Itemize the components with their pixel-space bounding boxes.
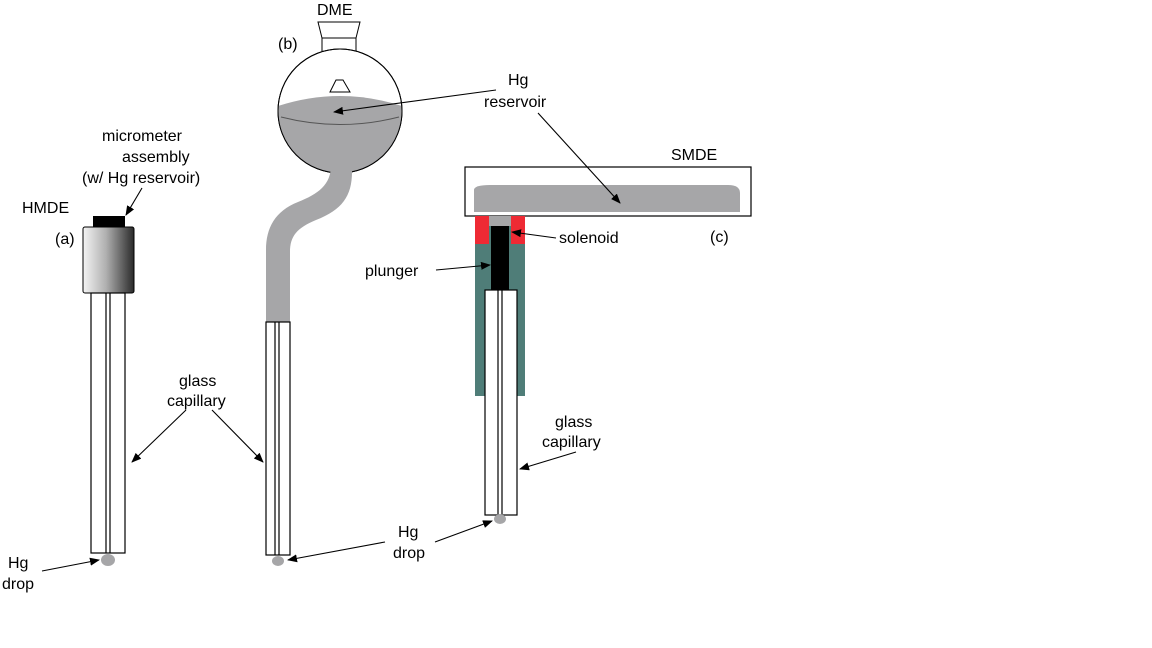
label-panel-a: (a) <box>55 231 75 248</box>
arrow-hg-drop-a <box>41 557 100 572</box>
arrow-plunger <box>435 261 491 271</box>
arrow-hg-reservoir-c <box>537 112 621 204</box>
hmde-electrode <box>82 216 135 566</box>
label-solenoid: solenoid <box>559 230 619 247</box>
label-glass-capillary-c-2: capillary <box>542 434 601 451</box>
arrow-solenoid <box>511 229 557 239</box>
label-hg-drop-b-2: drop <box>393 545 425 562</box>
label-hg-drop-a-2: drop <box>2 576 34 593</box>
arrow-hg-drop-b <box>287 541 386 563</box>
hmde-glass-capillary <box>90 292 126 554</box>
label-hg-drop-b-1: Hg <box>398 524 418 541</box>
label-hg-reservoir-1: Hg <box>508 72 528 89</box>
label-hg-drop-a-1: Hg <box>8 555 28 572</box>
arrow-micrometer <box>125 187 143 216</box>
smde-plunger <box>491 226 509 290</box>
dme-glass-capillary <box>265 321 291 556</box>
label-hg-reservoir-2: reservoir <box>484 94 547 111</box>
label-micrometer-1: micrometer <box>102 128 183 145</box>
micrometer-knob <box>93 216 125 227</box>
label-panel-c: (c) <box>710 229 729 246</box>
labels: HMDE (a) micrometer assembly (w/ Hg rese… <box>2 2 729 593</box>
arrow-glass-capillary-b <box>211 409 264 463</box>
arrow-hg-drop-c <box>434 520 493 543</box>
dme-hg-drop <box>272 556 284 566</box>
label-plunger: plunger <box>365 263 419 280</box>
leader-arrows <box>41 89 621 572</box>
smde-hg-reservoir <box>474 185 740 212</box>
dme-bent-tube <box>266 165 352 322</box>
label-glass-capillary-1: glass <box>179 373 216 390</box>
label-panel-b: (b) <box>278 36 298 53</box>
smde-glass-capillary <box>484 289 518 516</box>
label-glass-capillary-c-1: glass <box>555 414 592 431</box>
label-micrometer-2: assembly <box>122 149 190 166</box>
smde-solenoid-right <box>511 216 525 244</box>
arrow-glass-capillary-c <box>519 451 577 471</box>
label-glass-capillary-2: capillary <box>167 393 226 410</box>
smde-solenoid-left <box>475 216 489 244</box>
hmde-hg-drop <box>101 554 115 566</box>
dme-hg-reservoir <box>278 96 402 173</box>
label-hmde: HMDE <box>22 200 69 217</box>
label-smde: SMDE <box>671 147 717 164</box>
arrow-hg-reservoir-b <box>333 89 497 115</box>
dme-electrode <box>265 21 403 566</box>
label-dme: DME <box>317 2 353 19</box>
smde-hg-drop <box>494 514 506 524</box>
label-micrometer-3: (w/ Hg reservoir) <box>82 170 200 187</box>
smde-electrode <box>464 166 752 524</box>
micrometer-assembly-body <box>82 226 135 294</box>
arrow-glass-capillary-a <box>131 409 187 463</box>
